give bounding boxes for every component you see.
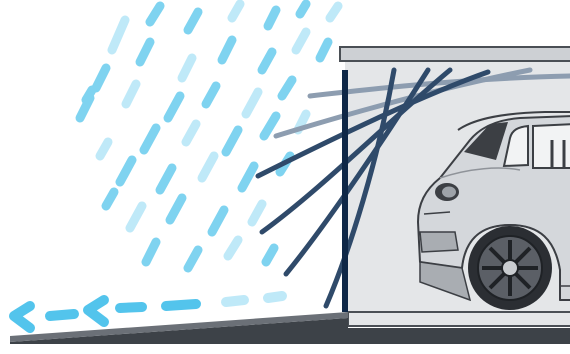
rain-streak [140, 42, 150, 62]
rain-streak [130, 206, 142, 228]
garage-floor [348, 312, 570, 326]
rain-streak [150, 6, 160, 22]
rain-streak [112, 20, 125, 50]
rain-streak [188, 250, 198, 268]
rain-streak [232, 4, 240, 18]
rain-streak [146, 242, 156, 262]
rain-streak [226, 130, 238, 152]
outflow-dash [50, 314, 74, 316]
outflow-dash [226, 300, 244, 302]
rain-streak [228, 240, 238, 256]
rain-streak [262, 52, 272, 70]
rain-streak [246, 92, 258, 114]
garage-roof [340, 47, 570, 61]
rain-streaks-icon [80, 4, 338, 268]
rain-streak [170, 198, 182, 220]
rain-streak [186, 124, 196, 142]
rain-streak [222, 40, 232, 60]
rain-streak [268, 10, 276, 26]
outflow-arrowhead [88, 300, 104, 322]
rain-streak [252, 204, 262, 222]
door-post [342, 70, 348, 312]
rain-streak [106, 192, 114, 206]
outflow-dash [166, 304, 196, 306]
rain-streak [120, 160, 132, 182]
outflow-dash [268, 296, 282, 298]
outflow-dash [120, 307, 142, 308]
rain-streak [266, 248, 274, 262]
rain-streak [144, 128, 156, 150]
rain-streak [168, 96, 180, 118]
rain-streak [242, 166, 254, 188]
rain-streak [202, 156, 214, 178]
rain-streak [96, 68, 106, 88]
rain-streak [182, 58, 192, 78]
outflow-arrowhead [14, 306, 30, 328]
rain-streak [296, 32, 306, 50]
rain-streak [188, 12, 198, 30]
rain-streak [330, 6, 338, 18]
rain-streak [212, 210, 224, 232]
rain-streak [86, 90, 92, 100]
rain-streak [100, 142, 108, 156]
rain-streak [282, 80, 292, 96]
rain-streak [264, 116, 276, 136]
rain-streak [320, 42, 328, 58]
rain-streak [160, 168, 172, 190]
rain-streak [126, 84, 136, 104]
rain-streak [300, 4, 306, 14]
rain-streak [206, 86, 216, 104]
